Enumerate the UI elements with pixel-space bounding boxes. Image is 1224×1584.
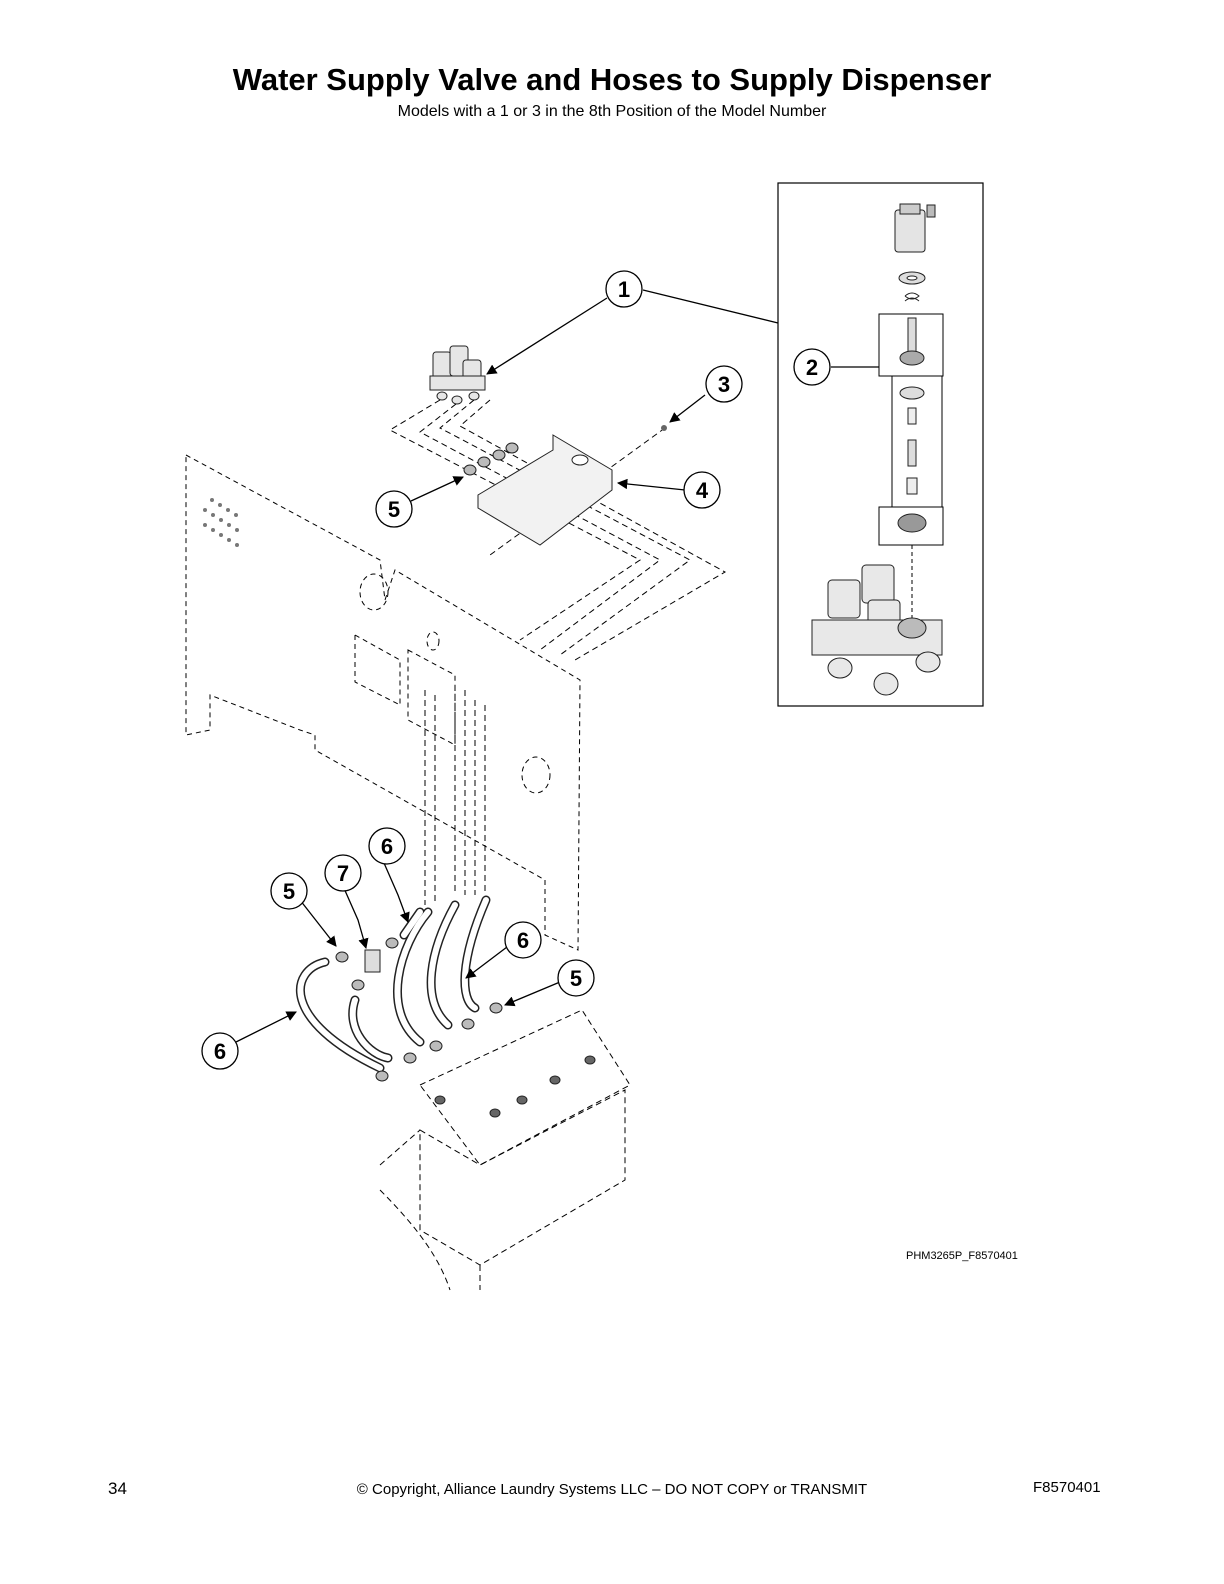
callout-2: 2: [806, 355, 818, 380]
callout-3: 3: [718, 372, 730, 397]
callout-5-right: 5: [570, 966, 582, 991]
valve-detail-inset: [777, 182, 984, 707]
callout-5-left: 5: [283, 879, 295, 904]
water-valve-main: [429, 345, 486, 405]
callout-6-bottom: 6: [214, 1039, 226, 1064]
callout-1: 1: [618, 277, 630, 302]
copyright-notice: © Copyright, Alliance Laundry Systems LL…: [356, 1481, 868, 1498]
callout-7: 7: [337, 861, 349, 886]
rear-panel: [185, 454, 581, 951]
callout-4: 4: [696, 478, 709, 503]
page-subtitle: Models with a 1 or 3 in the 8th Position…: [397, 103, 827, 120]
dispenser: [379, 1009, 631, 1291]
page-title: Water Supply Valve and Hoses to Supply D…: [232, 62, 992, 97]
callout-5-bracket: 5: [388, 497, 400, 522]
page-number: 34: [108, 1479, 127, 1498]
valve-bracket: [477, 434, 613, 546]
document-number: F8570401: [1033, 1479, 1101, 1496]
hoses: [295, 895, 491, 1073]
callout-6-middle: 6: [517, 928, 529, 953]
callout-6-top: 6: [381, 834, 393, 859]
figure-reference: PHM3265P_F8570401: [906, 1250, 1018, 1262]
